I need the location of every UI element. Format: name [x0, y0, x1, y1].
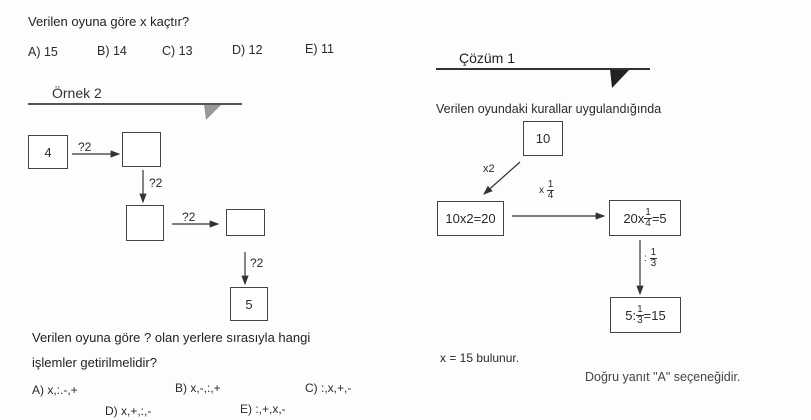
end-box: 5 — [230, 287, 268, 321]
solution1-intro: Verilen oyundaki kurallar uygulandığında — [436, 102, 662, 116]
op-label-2: ?2 — [149, 176, 163, 190]
q1-option-c: C) 13 — [162, 44, 193, 58]
step1-label: x2 — [483, 163, 495, 175]
q1-option-e: E) 11 — [305, 42, 334, 56]
example2-title: Örnek 2 — [52, 85, 102, 101]
numerator: 1 — [644, 206, 652, 219]
solution1-conclusion: x = 15 bulunur. — [440, 351, 520, 365]
ex2-option-a: A) x,:.-,+ — [32, 383, 78, 397]
arrow-diagonal — [483, 161, 521, 195]
example2-question-line2: işlemler getirilmelidir? — [32, 355, 157, 370]
heading-flag-right — [610, 69, 630, 88]
empty-box-3 — [226, 209, 265, 236]
ex2-option-c: C) :,x,+,- — [305, 381, 352, 395]
q1-option-d: D) 12 — [232, 43, 263, 57]
empty-box-2 — [126, 205, 164, 241]
op-label-4: ?2 — [250, 256, 264, 270]
step3-result-prefix: 5: — [625, 307, 637, 323]
ex2-option-b: B) x,-,:,+ — [175, 381, 221, 395]
example2-question-line1: Verilen oyuna göre ? olan yerlere sırası… — [32, 330, 311, 345]
solution1-answer: Doğru yanıt "A" seçeneğidir. — [585, 370, 741, 384]
solution1-divider — [436, 68, 650, 70]
step2-op: x — [539, 185, 544, 197]
step2-result-suffix: =5 — [651, 210, 667, 226]
numerator: 1 — [649, 247, 658, 259]
ex2-option-d: D) x,+,:,- — [105, 404, 152, 418]
ex2-option-e: E) :,+,x,- — [240, 402, 286, 416]
op-label-3: ?2 — [182, 210, 196, 224]
denominator: 4 — [547, 190, 554, 201]
step1-result-box: 10x2=20 — [437, 201, 504, 236]
numerator: 1 — [546, 179, 555, 191]
solution1-title: Çözüm 1 — [459, 50, 516, 66]
denominator: 3 — [650, 258, 657, 269]
empty-box-1 — [122, 132, 161, 167]
denominator: 3 — [637, 314, 643, 326]
example2-divider — [28, 103, 242, 105]
step3-op: : — [644, 253, 647, 265]
solution-start-box: 10 — [523, 121, 563, 156]
q1-option-b: B) 14 — [97, 44, 127, 58]
q1-option-a: A) 15 — [28, 45, 58, 59]
start-box: 4 — [28, 135, 68, 169]
step2-result-prefix: 20x — [623, 210, 645, 226]
step3-result-suffix: =15 — [643, 307, 666, 323]
heading-flag-left — [204, 104, 222, 120]
op-label-1: ?2 — [78, 140, 92, 154]
numerator: 1 — [636, 303, 644, 316]
denominator: 4 — [645, 217, 651, 229]
question1-text: Verilen oyuna göre x kaçtır? — [28, 14, 190, 29]
